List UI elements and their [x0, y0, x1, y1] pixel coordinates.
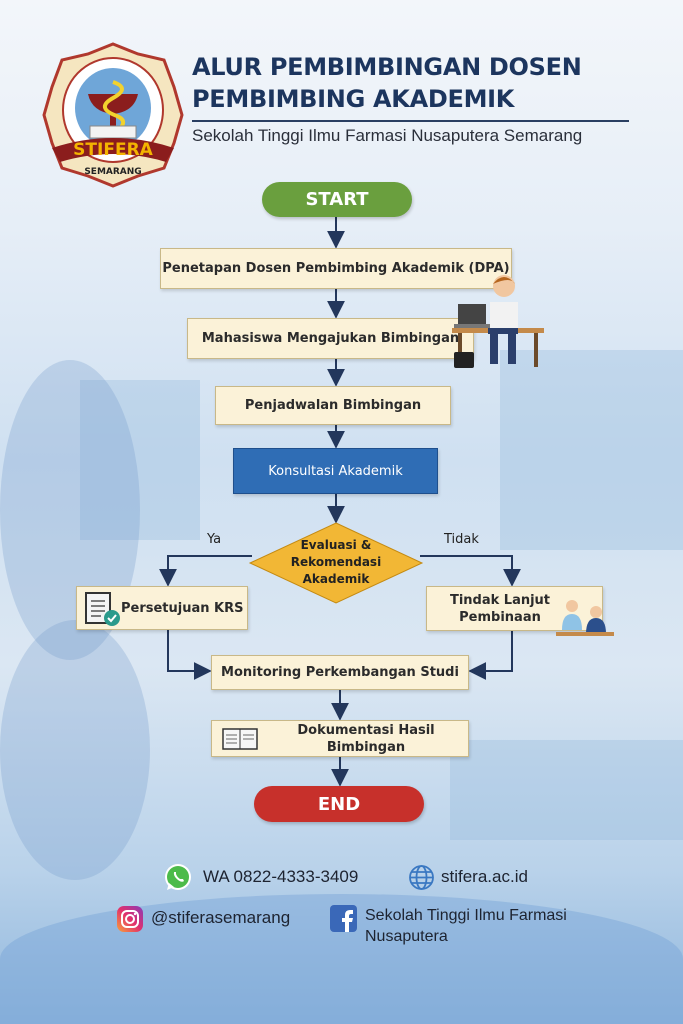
facebook-icon — [330, 905, 357, 932]
background-building — [500, 350, 683, 550]
instagram-handle[interactable]: @stiferasemarang — [151, 908, 291, 927]
start-node: START — [262, 182, 412, 217]
svg-text:SEMARANG: SEMARANG — [84, 167, 141, 177]
page-title-line2: PEMBIMBING AKADEMIK — [192, 85, 515, 113]
stifera-logo: STIFERA SEMARANG — [42, 42, 184, 188]
logo-text: STIFERA — [73, 140, 153, 160]
arrow-yes — [159, 555, 252, 587]
decision-diamond — [248, 522, 424, 604]
step-mengajukan-bimbingan: Mahasiswa Mengajukan Bimbingan — [187, 318, 474, 359]
background-tree — [0, 620, 150, 880]
background-building — [450, 740, 683, 840]
step-penjadwalan: Penjadwalan Bimbingan — [215, 386, 451, 425]
counseling-illustration — [556, 600, 614, 636]
whatsapp-icon — [165, 864, 191, 890]
page-subtitle: Sekolah Tinggi Ilmu Farmasi Nusaputera S… — [192, 126, 583, 145]
end-node: END — [254, 786, 424, 822]
document-check-icon — [85, 592, 120, 626]
step-konsultasi-akademik: Konsultasi Akademik — [233, 448, 438, 494]
page-title-line1: ALUR PEMBIMBINGAN DOSEN — [192, 53, 582, 81]
whatsapp-number[interactable]: WA 0822-4333-3409 — [203, 867, 359, 886]
step-monitoring: Monitoring Perkembangan Studi — [211, 655, 469, 690]
notebook-icon — [222, 728, 258, 750]
globe-icon — [409, 865, 434, 890]
decision-label: Evaluasi & Rekomendasi Akademik — [290, 538, 382, 586]
step-persetujuan-krs-label: Persetujuan KRS — [121, 600, 244, 616]
step-penetapan-dpa: Penetapan Dosen Pembimbing Akademik (DPA… — [160, 248, 512, 289]
facebook-page[interactable]: Sekolah Tinggi Ilmu Farmasi Nusaputera — [365, 905, 567, 947]
arrow-no — [420, 555, 521, 587]
step-dokumentasi-label: Dokumentasi Hasil Bimbingan — [297, 722, 435, 755]
arrow — [468, 631, 513, 680]
step-tindak-lanjut-label: Tindak Lanjut Pembinaan — [449, 592, 551, 625]
yes-label: Ya — [207, 532, 222, 547]
arrow — [167, 630, 212, 680]
title-divider — [192, 120, 629, 122]
facebook-line2: Nusaputera — [365, 928, 448, 945]
website-link[interactable]: stifera.ac.id — [441, 867, 528, 886]
background-building — [80, 380, 200, 540]
no-label: Tidak — [444, 532, 479, 547]
student-laptop-illustration — [452, 275, 544, 368]
instagram-icon — [117, 906, 143, 932]
facebook-line1: Sekolah Tinggi Ilmu Farmasi — [365, 907, 567, 924]
